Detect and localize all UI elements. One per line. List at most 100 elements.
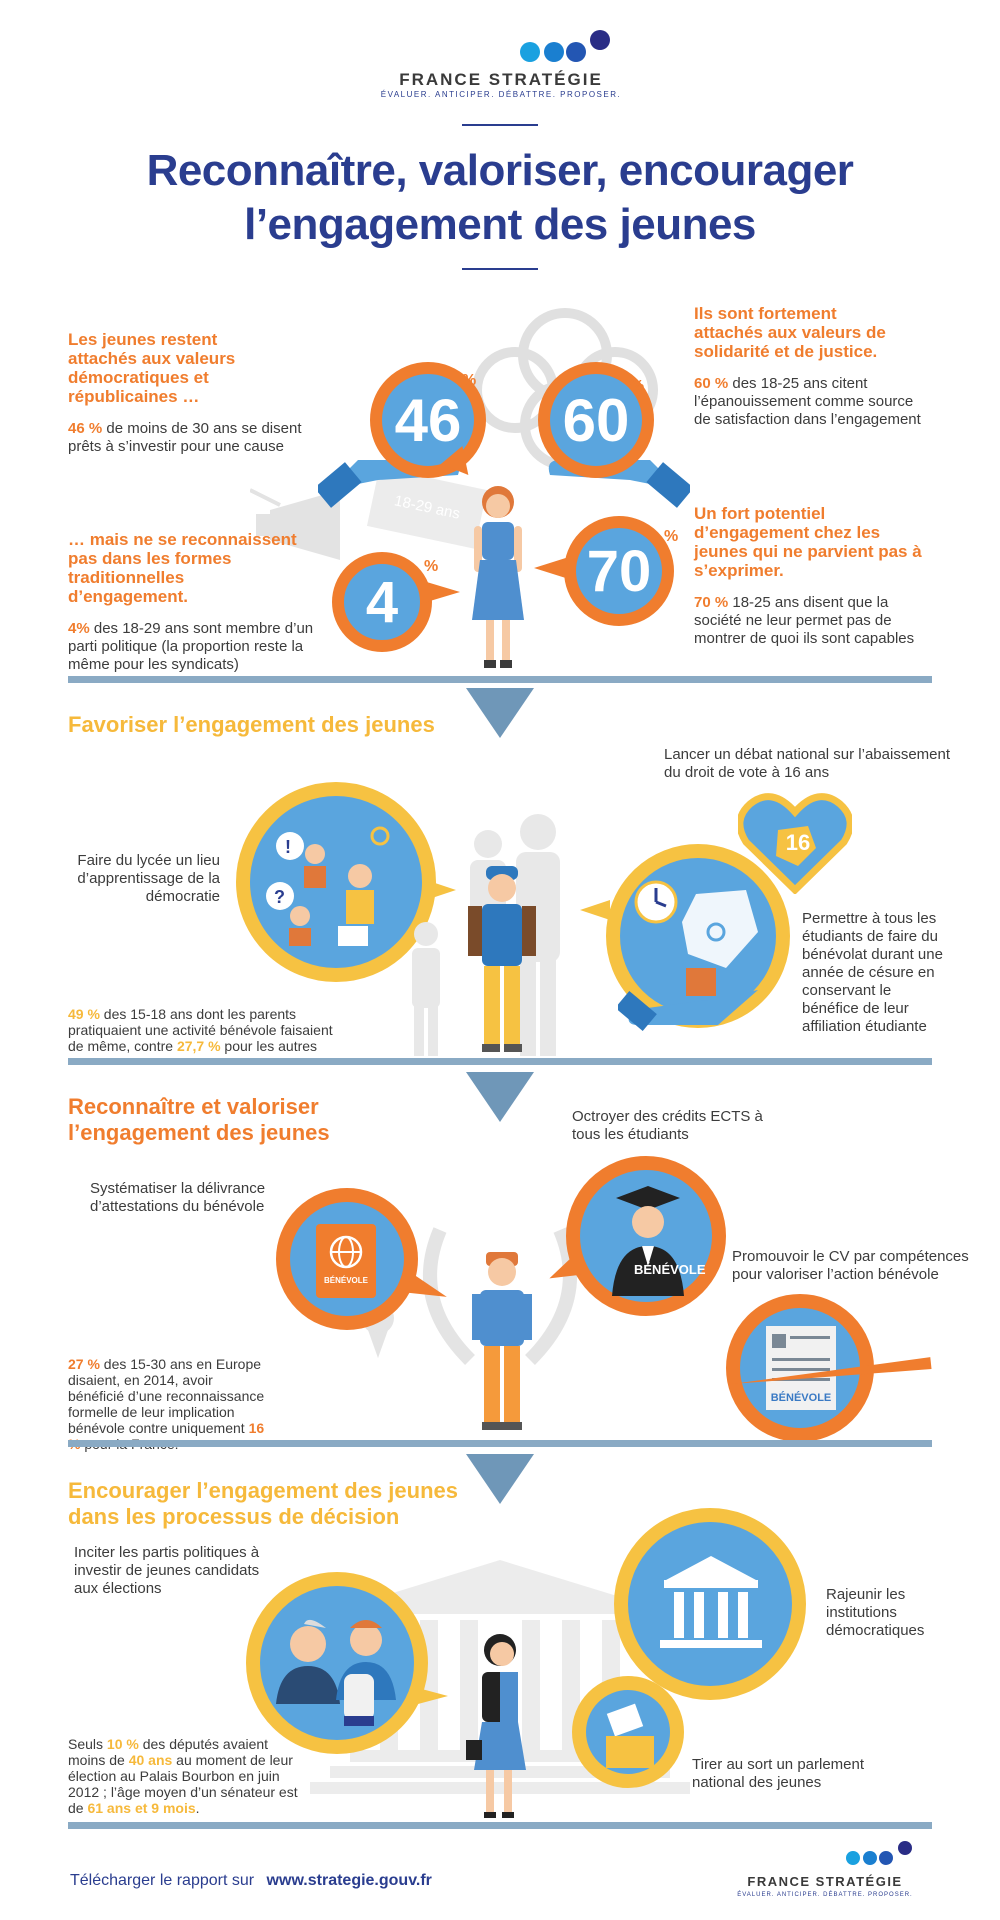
vote-text: Lancer un débat national sur l’abaisseme… xyxy=(664,746,951,781)
section-divider-3 xyxy=(68,1440,932,1447)
lottery-box-icon xyxy=(606,1703,654,1768)
passport-icon: BÉNÉVOLE xyxy=(316,1224,376,1298)
svg-text:!: ! xyxy=(285,837,291,857)
stat-block-46-highlight: 46 % xyxy=(68,420,103,437)
parliament-building xyxy=(310,1560,690,1810)
section3-stat: Seuls 10 % des députés avaient moins de … xyxy=(68,1736,298,1816)
cv-document-icon: BÉNÉVOLE xyxy=(766,1326,836,1410)
footer-logo-dots-icon xyxy=(845,1836,925,1872)
stat-block-60-highlight: 60 % xyxy=(694,375,729,392)
down-arrow-1 xyxy=(466,688,534,738)
hand-cesure-icon xyxy=(615,970,768,1050)
stat-block-60-desc: des 18-25 ans citent l’épanouissement co… xyxy=(694,375,921,428)
ects-text: Octroyer des crédits ECTS à tous les étu… xyxy=(572,1108,763,1143)
pct-sign-46: % xyxy=(462,372,477,389)
section1-stat-t2: pour les autres xyxy=(220,1038,318,1054)
section1-stat-t1: des 15-18 ans dont les parents pratiquai… xyxy=(68,1006,333,1054)
politician-figure xyxy=(460,1630,540,1820)
section3-stat-t1: Seuls xyxy=(68,1736,107,1752)
stat-block-70: Un fort potentiel d’engagement chez les … xyxy=(694,504,934,648)
cesure-text: Permettre à tous les étudiants de faire … xyxy=(802,910,943,1035)
section3-stat-h1: 10 % xyxy=(106,1736,139,1752)
young-woman-figure xyxy=(462,480,534,670)
attestation-text: Systématiser la délivrance d’attestation… xyxy=(90,1180,266,1215)
rajeunir-text: Rajeunir les institutions démocratiques xyxy=(826,1586,925,1639)
section3-title: Encourager l’engagement des jeunes dans … xyxy=(68,1478,458,1530)
brand-tagline: ÉVALUER. ANTICIPER. DÉBATTRE. PROPOSER. xyxy=(380,90,622,99)
passport-label: BÉNÉVOLE xyxy=(323,1276,368,1285)
stat-block-70-highlight: 70 % xyxy=(694,594,729,611)
section3-title-line2: dans les processus de décision xyxy=(68,1504,400,1529)
footer-logo: FRANCE STRATÉGIE ÉVALUER. ANTICIPER. DÉB… xyxy=(735,1836,915,1906)
section2-stat-h1: 27 % xyxy=(68,1356,100,1372)
pct-sign-70: % xyxy=(664,528,679,545)
section1-stat-h1: 49 % xyxy=(68,1006,100,1022)
attestation-circle: BÉNÉVOLE xyxy=(276,1188,418,1330)
header-logo: FRANCE STRATÉGIE ÉVALUER. ANTICIPER. DÉB… xyxy=(370,22,630,102)
section3-stat-t2: des députés avaient moins de xyxy=(68,1736,269,1768)
laureate-figure xyxy=(466,1252,538,1432)
graduate-icon xyxy=(612,1186,684,1296)
title-divider-top xyxy=(462,124,538,126)
tirer-text: Tirer au sort un parlement national des … xyxy=(692,1756,865,1791)
page-title: Reconnaître, valoriser, encourager l’eng… xyxy=(60,144,940,252)
stat-value-60: 60 xyxy=(562,386,630,454)
cv-line xyxy=(790,1336,830,1339)
stat-block-46-title: Les jeunes restent attachés aux valeurs … xyxy=(68,330,236,406)
footer-brand-name: FRANCE STRATÉGIE xyxy=(747,1874,903,1889)
students-icon: ! ? xyxy=(266,826,390,946)
candidates-icon xyxy=(276,1619,396,1726)
pct-sign-60: % xyxy=(630,378,645,395)
section1-stat: 49 % des 15-18 ans dont les parents prat… xyxy=(68,1006,338,1054)
megaphone-icon xyxy=(249,480,380,570)
speech-tail-cesure xyxy=(580,900,610,920)
stat-block-4-desc: des 18-29 ans sont membre d’un parti pol… xyxy=(68,620,314,673)
title-divider-bottom xyxy=(462,268,538,270)
footer-brand-tagline: ÉVALUER. ANTICIPER. DÉBATTRE. PROPOSER. xyxy=(737,1892,913,1898)
stat-block-4-highlight: 4% xyxy=(68,620,90,637)
section2-title-line2: l’engagement des jeunes xyxy=(68,1120,330,1145)
down-arrow-3 xyxy=(466,1454,534,1504)
stat-block-60-text: 60 % des 18-25 ans citent l’épanouisseme… xyxy=(694,375,934,429)
candidates-circle xyxy=(246,1572,428,1754)
section2-stat-t1: des 15-30 ans en Europe disaient, en 201… xyxy=(68,1356,265,1436)
cv-line xyxy=(772,1358,830,1361)
stat-block-46-text: 46 % de moins de 30 ans se disent prêts … xyxy=(68,420,308,456)
ects-circle: BÉNÉVOLE xyxy=(566,1156,726,1316)
stat-value-46: 46 xyxy=(394,386,462,454)
france-clock-icon xyxy=(634,880,758,996)
speech-tail-lycee xyxy=(426,880,456,900)
cv-line xyxy=(772,1378,830,1381)
logo-dots-icon xyxy=(518,22,628,72)
ects-label: BÉNÉVOLE xyxy=(634,1262,706,1277)
cv-photo-icon xyxy=(772,1334,786,1348)
speech-tail-70 xyxy=(534,556,572,580)
cv-line xyxy=(772,1368,830,1371)
globe-icon xyxy=(329,1235,363,1269)
stat-circle-70: 70 xyxy=(564,516,674,626)
section3-title-line1: Encourager l’engagement des jeunes xyxy=(68,1478,459,1503)
student-figure xyxy=(462,866,542,1056)
heart-number: 16 xyxy=(785,830,811,855)
speech-tail-4 xyxy=(420,580,460,604)
report-link[interactable]: www.strategie.gouv.fr xyxy=(266,1872,432,1889)
section2-stat: 27 % des 15-30 ans en Europe disaient, e… xyxy=(68,1356,268,1452)
section3-stat-t3: au moment de leur élection au Palais Bou… xyxy=(68,1752,298,1816)
down-arrow-2 xyxy=(466,1072,534,1122)
stat-block-60: Ils sont fortement attachés aux valeurs … xyxy=(694,304,934,429)
page-title-line1: Reconnaître, valoriser, encourager xyxy=(146,146,854,195)
institution-building-icon xyxy=(660,1556,762,1648)
stat-block-46: Les jeunes restent attachés aux valeurs … xyxy=(68,330,308,456)
page-title-line2: l’engagement des jeunes xyxy=(244,200,756,249)
section-divider-2 xyxy=(68,1058,932,1065)
download-label: Télécharger le rapport sur xyxy=(70,1872,255,1889)
section-divider-1 xyxy=(68,676,932,683)
section2-title-line1: Reconnaître et valoriser xyxy=(68,1094,319,1119)
stat-block-4: … mais ne se reconnaissent pas dans les … xyxy=(68,530,318,674)
speech-tail-candidates xyxy=(418,1688,448,1704)
stat-block-70-desc: 18-25 ans disent que la société ne leur … xyxy=(694,594,915,647)
section2-title: Reconnaître et valoriser l’engagement de… xyxy=(68,1094,330,1146)
lottery-circle xyxy=(572,1676,684,1788)
section3-stat-h2: 40 ans xyxy=(128,1752,173,1768)
lycee-text: Faire du lycée un lieu d’apprentissage d… xyxy=(77,852,220,905)
